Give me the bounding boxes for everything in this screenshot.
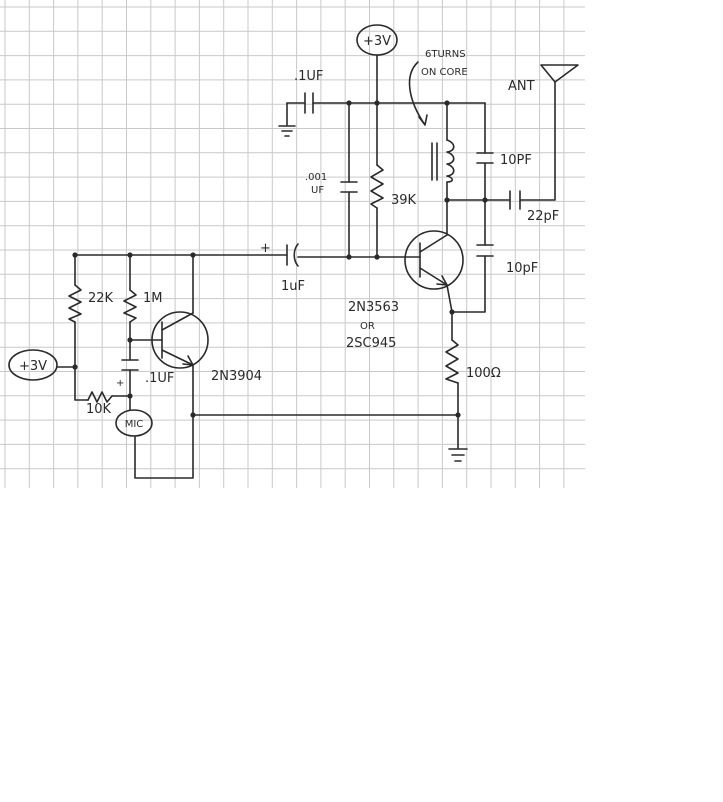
junction-dots bbox=[72, 100, 488, 418]
transistor-rf bbox=[404, 230, 464, 290]
ground-symbol-top bbox=[278, 125, 296, 137]
capacitor-10pf-top bbox=[476, 152, 494, 164]
transistor-rf-label-line3: 2SC945 bbox=[346, 336, 396, 351]
resistor-22k bbox=[68, 284, 82, 323]
transistor-rf-label-line1: 2N3563 bbox=[348, 300, 399, 315]
resistor-10k bbox=[87, 391, 113, 403]
component-labels: 6TURNS ON CORE ANT .1UF .001 UF 39K 10PF… bbox=[86, 49, 559, 417]
cap-10pf-bottom-label: 10pF bbox=[506, 261, 538, 276]
transistor-audio bbox=[151, 311, 209, 369]
ground-symbol-bottom bbox=[448, 448, 468, 462]
supply-top-symbol: +3V bbox=[356, 24, 398, 56]
cap-mic-plus: + bbox=[116, 378, 124, 389]
capacitor-1uf bbox=[286, 243, 299, 267]
resistor-100-ohm bbox=[445, 339, 459, 384]
res-100-label: 100Ω bbox=[466, 366, 501, 381]
wires bbox=[57, 54, 556, 479]
capacitor-001uf bbox=[340, 181, 358, 193]
capacitor-10pf-bottom bbox=[476, 244, 494, 257]
cap-mic-label: .1UF bbox=[145, 371, 174, 386]
cap-small-label-line2: UF bbox=[311, 185, 324, 196]
cap-small-label-line1: .001 bbox=[305, 172, 327, 183]
cap-22pf-label: 22pF bbox=[527, 209, 559, 224]
resistor-39k bbox=[370, 164, 384, 209]
cap-decouple-label: .1UF bbox=[294, 69, 323, 84]
cap-coupling-label: 1uF bbox=[281, 279, 305, 294]
inductor-coil bbox=[431, 139, 455, 183]
supply-left-symbol: +3V bbox=[8, 349, 58, 381]
graph-paper-grid bbox=[0, 0, 585, 488]
res-22k-label: 22K bbox=[88, 291, 114, 306]
capacitor-decouple bbox=[304, 92, 314, 114]
res-10k-label: 10K bbox=[86, 402, 112, 417]
coil-note-line1: 6TURNS bbox=[425, 49, 466, 60]
coil-note-line2: ON CORE bbox=[421, 67, 468, 78]
res-1m-label: 1M bbox=[143, 291, 163, 306]
coil-note-arrow bbox=[408, 61, 428, 126]
supply-left-label: +3V bbox=[19, 359, 47, 374]
transistor-audio-label: 2N3904 bbox=[211, 369, 262, 384]
mic-label: MIC bbox=[125, 419, 144, 430]
capacitor-mic bbox=[121, 359, 139, 371]
antenna-label: ANT bbox=[508, 79, 535, 94]
resistor-1m bbox=[123, 289, 137, 323]
antenna-symbol bbox=[540, 64, 579, 83]
res-39k-label: 39K bbox=[391, 193, 417, 208]
capacitor-22pf bbox=[509, 190, 521, 210]
cap-coupling-plus: + bbox=[260, 241, 271, 256]
supply-top-label: +3V bbox=[363, 34, 391, 49]
microphone-symbol: MIC bbox=[115, 409, 153, 437]
transistor-rf-label-line2: OR bbox=[360, 321, 375, 332]
cap-10pf-top-label: 10PF bbox=[500, 153, 532, 168]
